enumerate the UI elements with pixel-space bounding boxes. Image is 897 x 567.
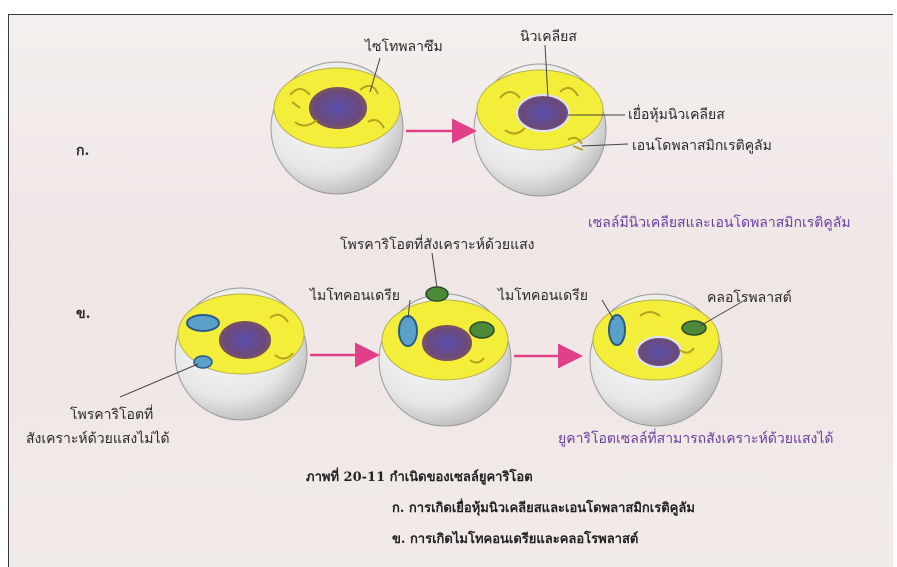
figure-caption-b: ข. การเกิดไมโทคอนเดรียและคลอโรพลาสต์ [392, 528, 638, 549]
cell-a1 [271, 62, 403, 194]
label-nonphoto-line1: โพรคาริโอตที่ [70, 404, 153, 426]
label-cytoplasm: ไซโทพลาซึม [365, 36, 443, 58]
label-photosynthetic-prokaryote: โพรคาริโอตที่สังเคราะห์ด้วยแสง [340, 234, 534, 256]
figure-title: ภาพที่ 20-11 กำเนิดของเซลล์ยูคาริโอต [306, 466, 533, 487]
label-mitochondria-2: ไมโทคอนเดรีย [498, 285, 588, 307]
label-nonphoto-line2: สังเคราะห์ด้วยแสงไม่ได้ [26, 428, 170, 450]
cell-b1 [175, 288, 307, 420]
label-mitochondria-1: ไมโทคอนเดรีย [310, 285, 400, 307]
section-label-b: ข. [76, 303, 90, 325]
figure-caption-a: ก. การเกิดเยื่อหุ้มนิวเคลียสและเอนโดพลาส… [392, 497, 695, 518]
caption-row-a: เซลล์มีนิวเคลียสและเอนโดพลาสมิกเรติคูลัม [588, 212, 851, 234]
label-nucleus: นิวเคลียส [520, 26, 577, 48]
label-endoplasmic-reticulum: เอนโดพลาสมิกเรติคูลัม [632, 135, 772, 157]
label-nuclear-envelope: เยื่อหุ้มนิวเคลียส [628, 104, 725, 126]
cell-a2 [474, 64, 606, 196]
section-label-a: ก. [76, 140, 89, 162]
caption-row-b: ยูคาริโอตเซลล์ที่สามารถสังเคราะห์ด้วยแสง… [558, 428, 834, 450]
cell-b2 [379, 287, 511, 426]
label-chloroplast: คลอโรพลาสต์ [707, 287, 792, 309]
